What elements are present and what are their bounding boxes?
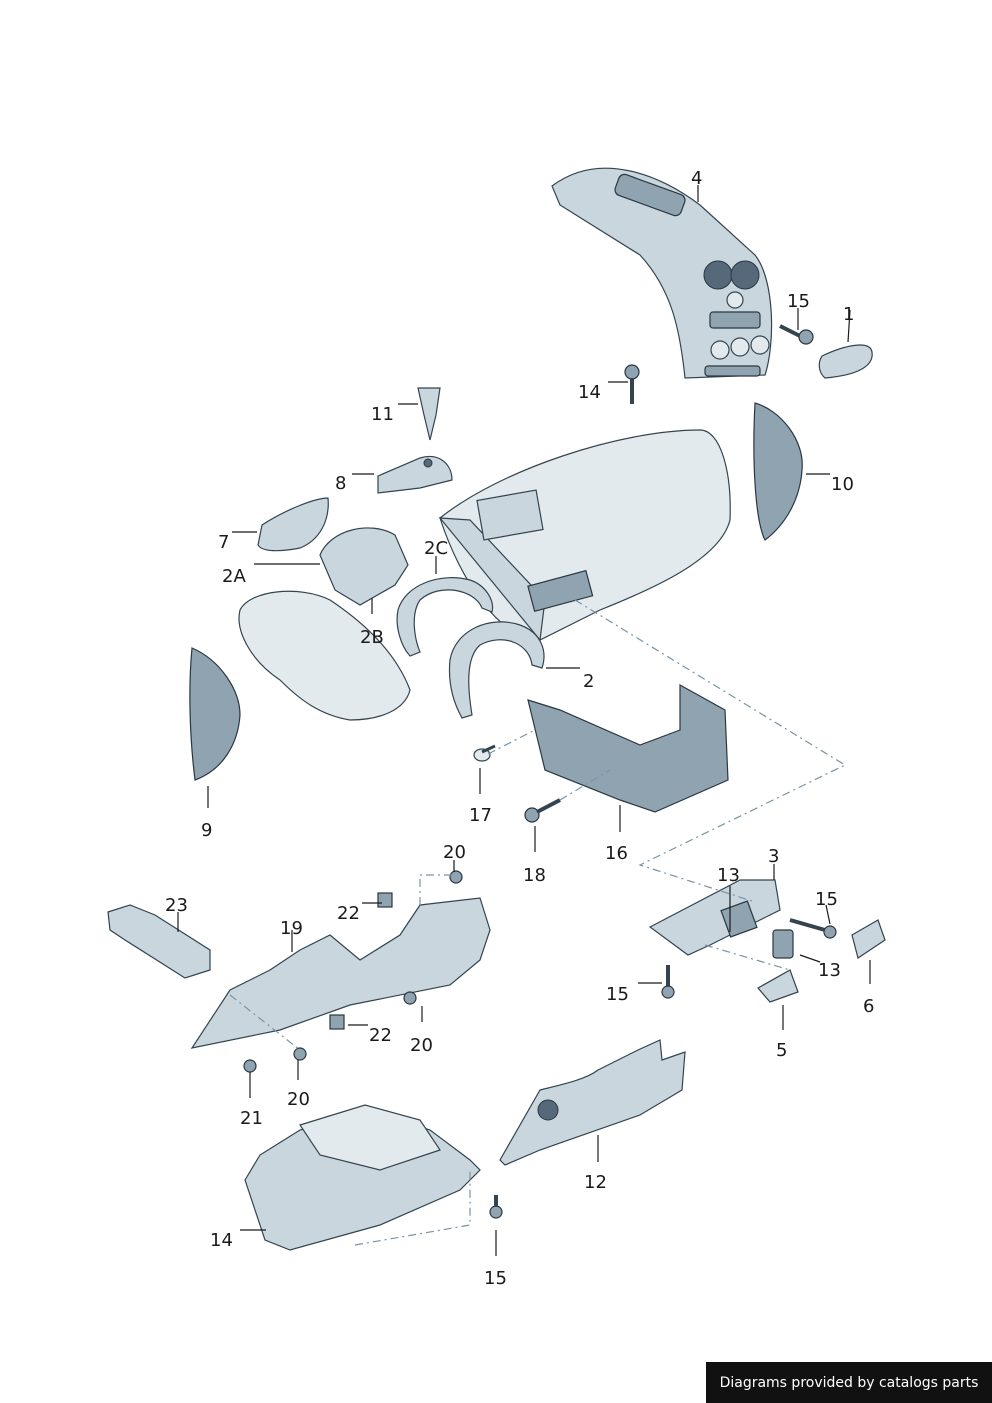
leader-lines bbox=[177, 185, 871, 1256]
callout-9: 9 bbox=[201, 820, 212, 841]
part-2-cover-ring bbox=[448, 621, 545, 719]
part-17-clip bbox=[473, 744, 496, 762]
credit-banner: Diagrams provided by catalogs parts bbox=[706, 1362, 992, 1403]
callout-4: 4 bbox=[691, 168, 702, 189]
part-20-screw-bottom bbox=[293, 1047, 307, 1061]
part-2a-cluster-housing bbox=[319, 527, 409, 606]
dashboard-body bbox=[438, 429, 731, 642]
callout-21: 21 bbox=[240, 1108, 263, 1129]
part-1-switch-cover bbox=[818, 344, 873, 379]
callout-16: 16 bbox=[605, 843, 628, 864]
callout-10: 10 bbox=[831, 474, 854, 495]
callout-2a: 2A bbox=[222, 566, 246, 587]
callout-7: 7 bbox=[218, 532, 229, 553]
part-11-plug bbox=[417, 387, 441, 441]
callout-15-right: 15 bbox=[815, 889, 838, 910]
callout-2: 2 bbox=[583, 671, 594, 692]
callout-2c: 2C bbox=[424, 538, 448, 559]
callout-20-bottom: 20 bbox=[287, 1089, 310, 1110]
callout-23: 23 bbox=[165, 895, 188, 916]
part-7-cover bbox=[257, 497, 329, 552]
callout-22-bottom: 22 bbox=[369, 1025, 392, 1046]
callout-15-bottom: 15 bbox=[484, 1268, 507, 1289]
callout-2b: 2B bbox=[360, 627, 384, 648]
callout-22-top: 22 bbox=[337, 903, 360, 924]
callout-11: 11 bbox=[371, 404, 394, 425]
callout-18: 18 bbox=[523, 865, 546, 886]
part-21-screw bbox=[243, 1059, 257, 1073]
part-22-clip-bottom bbox=[329, 1014, 345, 1030]
callout-17: 17 bbox=[469, 805, 492, 826]
part-15-screw-right bbox=[789, 918, 837, 939]
callout-5: 5 bbox=[776, 1040, 787, 1061]
callout-labels: 4 15 1 14 11 10 8 7 2C 2A 2B 2 9 17 18 1… bbox=[165, 168, 874, 1289]
callout-3: 3 bbox=[768, 846, 779, 867]
callout-1: 1 bbox=[843, 304, 854, 325]
part-10-end-panel bbox=[753, 402, 803, 541]
callout-12: 12 bbox=[584, 1172, 607, 1193]
part-15-screw-top bbox=[779, 324, 814, 345]
callout-6: 6 bbox=[863, 996, 874, 1017]
part-23-bracket bbox=[107, 904, 211, 979]
callout-20-top: 20 bbox=[443, 842, 466, 863]
callout-13-top: 13 bbox=[717, 865, 740, 886]
part-20-screw-mid bbox=[403, 991, 417, 1005]
part-20-screw-top bbox=[449, 870, 463, 884]
callout-20-mid: 20 bbox=[410, 1035, 433, 1056]
part-8-cap bbox=[377, 456, 453, 494]
callout-15: 15 bbox=[787, 291, 810, 312]
part-13-button bbox=[772, 929, 794, 959]
part-15-screw-bottom bbox=[489, 1195, 503, 1219]
part-22-clip-top bbox=[377, 892, 393, 908]
part-16-shield bbox=[527, 683, 729, 813]
part-18-screw bbox=[524, 798, 561, 823]
part-15-screw-left bbox=[661, 965, 675, 999]
part-9-end-panel bbox=[189, 647, 241, 781]
part-2c-cover-ring bbox=[396, 577, 494, 657]
callout-19: 19 bbox=[280, 918, 303, 939]
cluster-frame bbox=[238, 590, 411, 721]
part-3-switch-panel bbox=[648, 879, 781, 956]
callout-13-bottom: 13 bbox=[818, 960, 841, 981]
part-12-trim bbox=[499, 1039, 686, 1166]
part-14-screw bbox=[624, 364, 640, 404]
part-5-switch bbox=[757, 969, 799, 1003]
callout-14: 14 bbox=[578, 382, 601, 403]
part-4-console-trim bbox=[551, 167, 773, 379]
callout-8: 8 bbox=[335, 473, 346, 494]
assembly-lines bbox=[229, 599, 847, 1246]
callout-15-left: 15 bbox=[606, 984, 629, 1005]
callout-14-bottom: 14 bbox=[210, 1230, 233, 1251]
part-6-switch bbox=[851, 919, 886, 959]
